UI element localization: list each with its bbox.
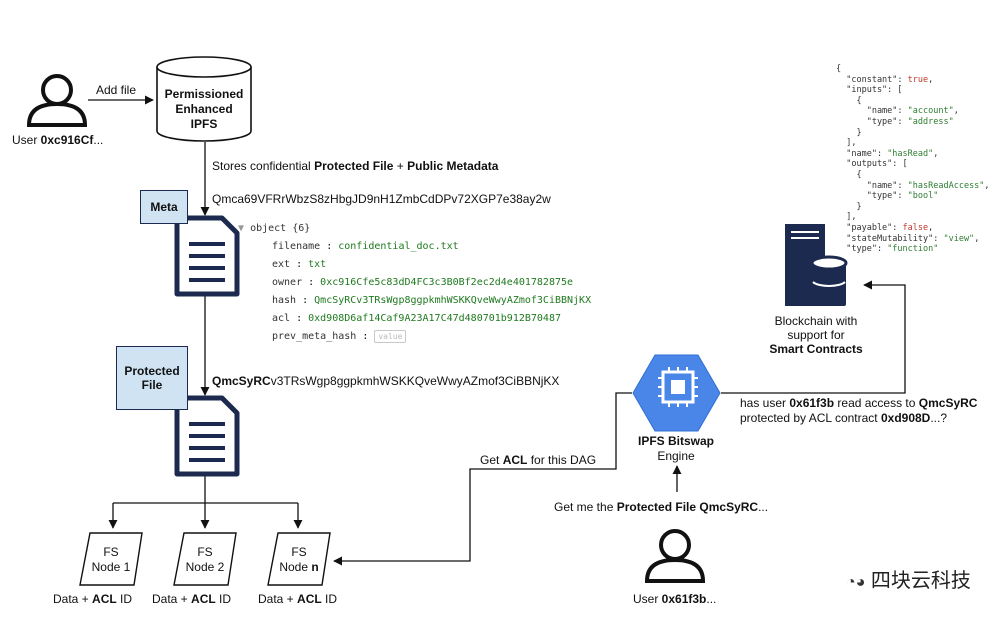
meta-document-icon [174,215,240,297]
abi-json-line: "type": "bool" [836,191,939,202]
acl-question: has user 0x61f3b read access to QmcSyRC … [740,396,978,425]
acl-query-arrow [721,280,906,394]
abi-json-line: "stateMutability": "view", [836,233,980,244]
get-acl-arrow [333,392,632,566]
abi-json-line: ], [836,138,857,149]
abi-json-line: "payable": false, [836,222,934,233]
object-header: ▼ object {6} [238,223,311,234]
abi-json-line: "constant": true, [836,74,934,85]
protected-file-hash: QmcSyRCv3TRsWgp8ggpkmhWSKKQveWwyAZmof3Ci… [212,374,560,388]
fs-node-n-caption: Data + ACL ID [258,592,338,606]
fs-node-1-caption: Data + ACL ID [53,592,133,606]
abi-json-snippet: { "constant": true, "inputs": [ { "name"… [836,64,990,255]
abi-json-line: { [836,169,862,180]
user-bottom-icon [644,529,706,583]
add-file-label: Add file [96,83,137,97]
fs-node-2-shape [173,532,237,586]
object-row-prev-meta-hash: prev_meta_hash : value [238,328,591,346]
metadata-object-viewer: ▼ object {6} filename : confidential_doc… [238,220,591,346]
abi-json-line: "type": "function" [836,244,939,255]
abi-json-line: "name": "account", [836,106,959,117]
protected-file-document-icon [174,395,240,477]
abi-json-line: { [836,64,842,74]
abi-json-line: "name": "hasRead", [836,148,939,159]
ipfs-bitswap-engine-icon [632,354,721,432]
abi-json-line: "inputs": [ [836,85,903,96]
wechat-icon: ◔◕ [846,574,866,591]
user-top-icon [26,74,88,127]
object-row-hash: hash : QmcSyRCv3TRsWgp8ggpkmhWSKKQveWwyA… [272,295,592,306]
stores-caption: Stores confidential Protected File + Pub… [212,159,499,173]
abi-json-line: } [836,201,862,212]
fs-node-n-shape [267,532,331,586]
user-top-label: User 0xc916Cf... [12,133,104,147]
abi-json-line: "type": "address" [836,116,954,127]
abi-json-line: "outputs": [ [836,159,908,170]
get-me-caption: Get me the Protected File QmcSyRC... [554,500,769,514]
blockchain-server-icon [785,224,848,306]
value-placeholder[interactable]: value [374,329,407,343]
object-row-acl: acl : 0xd908D6af14Caf9A23A17C47d480701b9… [272,313,561,324]
fs-node-1-shape [79,532,143,586]
object-row-ext: ext : txt [272,259,327,270]
watermark: ◔◕ 四块云科技 [846,570,971,592]
fs-node-2-caption: Data + ACL ID [152,592,232,606]
abi-json-line: ], [836,212,857,223]
abi-json-line: { [836,95,862,106]
abi-json-line: } [836,127,862,138]
object-row-filename: filename : confidential_doc.txt [272,241,459,252]
meta-hash: Qmca69VFRrWbzS8zHbgJD9nH1ZmbCdDPv72XGP7e… [212,192,551,206]
object-row-owner: owner : 0xc916Cfe5c83dD4FC3c3B0Bf2ec2d4e… [272,277,574,288]
abi-json-line: "name": "hasReadAccess", [836,180,990,191]
user-bottom-label: User 0x61f3b... [633,592,717,606]
get-acl-caption: Get ACL for this DAG [480,453,597,467]
permissioned-ipfs-database-icon [156,56,252,142]
meta-tag: Meta [140,190,188,224]
collapse-triangle-icon[interactable]: ▼ [238,223,245,234]
